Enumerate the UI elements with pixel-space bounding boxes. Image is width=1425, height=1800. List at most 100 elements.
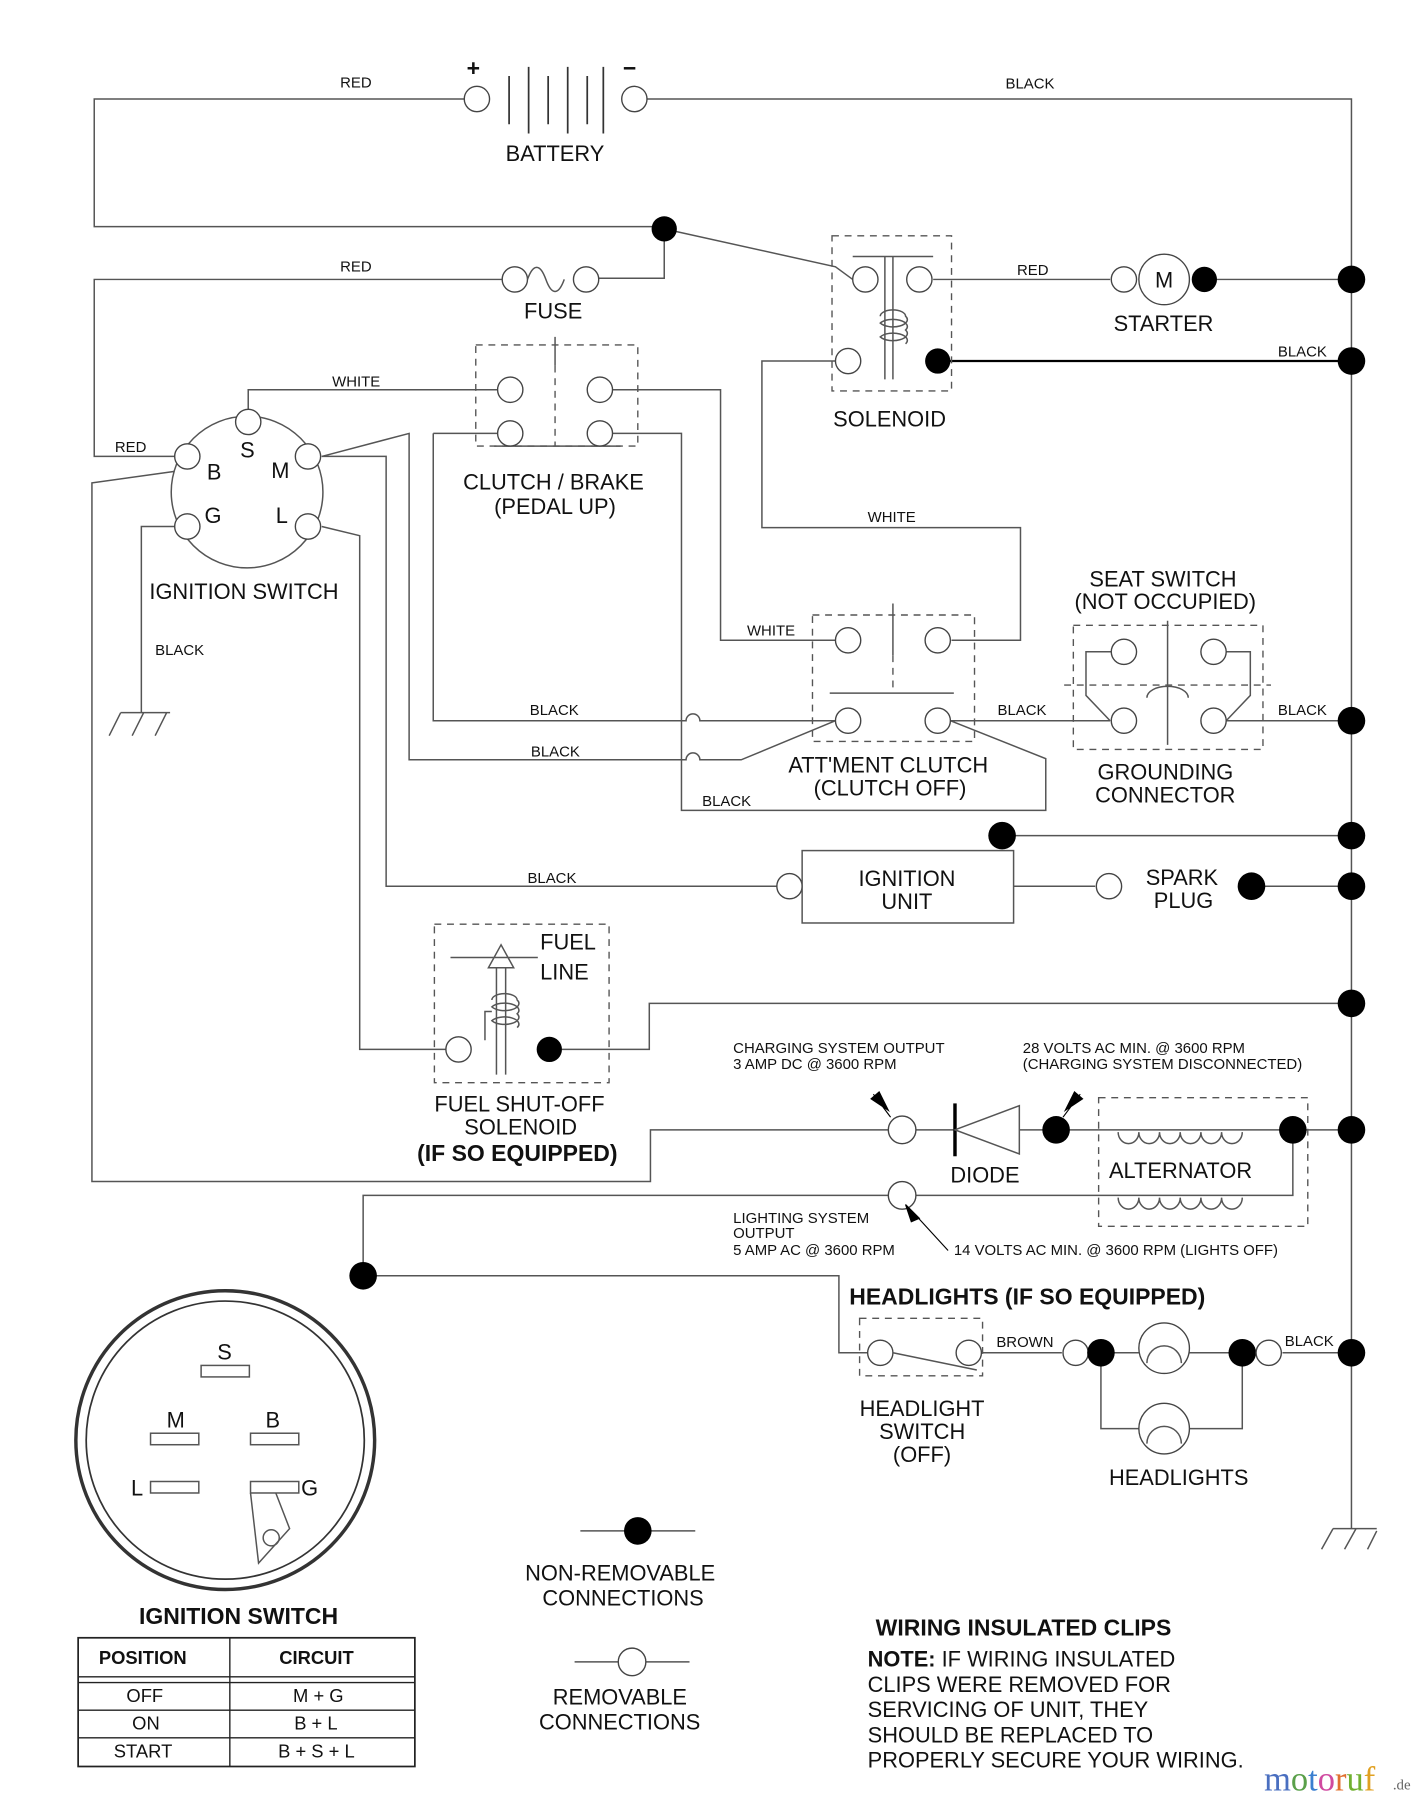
svg-text:SOLENOID: SOLENOID <box>833 407 946 432</box>
spark-plug: SPARK PLUG <box>1095 865 1266 913</box>
svg-text:B: B <box>265 1407 280 1432</box>
svg-text:M: M <box>167 1407 185 1432</box>
alternator: ALTERNATOR <box>1097 1096 1309 1228</box>
svg-text:WHITE: WHITE <box>747 623 795 640</box>
svg-text:CIRCUIT: CIRCUIT <box>279 1647 354 1668</box>
svg-text:CONNECTOR: CONNECTOR <box>1095 782 1235 807</box>
svg-text:IGNITION: IGNITION <box>858 866 955 891</box>
svg-text:CONNECTIONS: CONNECTIONS <box>539 1710 700 1735</box>
ground-icon <box>108 711 171 736</box>
svg-text:SWITCH: SWITCH <box>879 1419 965 1444</box>
svg-text:BLACK: BLACK <box>1006 76 1055 93</box>
svg-text:CLIPS WERE REMOVED FOR: CLIPS WERE REMOVED FOR <box>868 1672 1171 1697</box>
ignition-unit: IGNITION UNIT <box>776 849 1015 924</box>
svg-text:DIODE: DIODE <box>950 1163 1019 1188</box>
svg-text:(OFF): (OFF) <box>893 1442 951 1467</box>
svg-text:BLACK: BLACK <box>530 702 579 719</box>
svg-text:RED: RED <box>1017 262 1049 279</box>
svg-text:S: S <box>240 438 255 463</box>
battery-plus: + <box>467 55 480 81</box>
svg-text:PROPERLY SECURE YOUR WIRING.: PROPERLY SECURE YOUR WIRING. <box>868 1748 1244 1773</box>
svg-text:BLACK: BLACK <box>531 743 580 760</box>
svg-text:.de: .de <box>1393 1777 1411 1793</box>
svg-text:UNIT: UNIT <box>881 889 932 914</box>
svg-text:G: G <box>301 1475 318 1500</box>
svg-text:FUSE: FUSE <box>524 299 582 324</box>
svg-text:SOLENOID: SOLENOID <box>464 1114 577 1139</box>
svg-text:BLACK: BLACK <box>1278 702 1327 719</box>
battery-minus: − <box>623 55 636 81</box>
svg-text:3 AMP DC @ 3600 RPM: 3 AMP DC @ 3600 RPM <box>733 1056 896 1073</box>
svg-text:RED: RED <box>340 75 372 92</box>
svg-text:BATTERY: BATTERY <box>506 141 605 166</box>
svg-text:14 VOLTS AC MIN. @ 3600 RPM (L: 14 VOLTS AC MIN. @ 3600 RPM (LIGHTS OFF) <box>954 1242 1278 1259</box>
motoruf-watermark-logo: motoruf .de <box>1264 1761 1411 1799</box>
svg-text:REMOVABLE: REMOVABLE <box>553 1684 687 1709</box>
svg-text:B + L: B + L <box>294 1713 337 1734</box>
svg-text:ALTERNATOR: ALTERNATOR <box>1109 1158 1252 1183</box>
attachment-clutch-switch: ATT'MENT CLUTCH (CLUTCH OFF) <box>788 603 988 800</box>
svg-text:CLUTCH / BRAKE: CLUTCH / BRAKE <box>463 470 644 495</box>
svg-text:M + G: M + G <box>293 1685 344 1706</box>
svg-text:SPARK: SPARK <box>1146 865 1219 890</box>
diode: DIODE <box>950 1103 1021 1188</box>
svg-text:FUEL SHUT-OFF: FUEL SHUT-OFF <box>434 1091 604 1116</box>
svg-text:(CLUTCH OFF): (CLUTCH OFF) <box>814 775 967 800</box>
svg-text:M: M <box>271 458 289 483</box>
svg-text:ON: ON <box>132 1713 160 1734</box>
svg-text:B + S + L: B + S + L <box>278 1740 355 1761</box>
svg-text:STARTER: STARTER <box>1114 311 1214 336</box>
ignition-circuit-table: POSITION CIRCUIT OFF M + G ON B + L STAR… <box>77 1636 416 1768</box>
svg-text:(IF SO EQUIPPED): (IF SO EQUIPPED) <box>417 1140 617 1166</box>
svg-text:SEAT SWITCH: SEAT SWITCH <box>1089 566 1236 591</box>
svg-text:NON-REMOVABLE: NON-REMOVABLE <box>525 1560 715 1585</box>
battery: + − BATTERY <box>463 55 648 166</box>
svg-text:28 VOLTS AC MIN. @ 3600 RPM: 28 VOLTS AC MIN. @ 3600 RPM <box>1023 1040 1245 1057</box>
seat-switch: SEAT SWITCH (NOT OCCUPIED) GROUNDING CON… <box>1064 566 1272 807</box>
svg-text:CHARGING SYSTEM OUTPUT: CHARGING SYSTEM OUTPUT <box>733 1040 944 1057</box>
svg-text:BLACK: BLACK <box>1285 1333 1334 1350</box>
svg-text:BROWN: BROWN <box>996 1334 1053 1351</box>
svg-text:PLUG: PLUG <box>1154 888 1213 913</box>
svg-text:WIRING INSULATED CLIPS: WIRING INSULATED CLIPS <box>876 1614 1172 1640</box>
ground-icon <box>1320 1527 1378 1550</box>
svg-text:BLACK: BLACK <box>155 642 204 659</box>
svg-text:LIGHTING SYSTEM: LIGHTING SYSTEM <box>733 1210 869 1227</box>
svg-text:HEADLIGHTS (IF SO EQUIPPED): HEADLIGHTS (IF SO EQUIPPED) <box>849 1284 1205 1310</box>
svg-text:RED: RED <box>115 439 147 456</box>
svg-text:SHOULD BE REPLACED TO: SHOULD BE REPLACED TO <box>868 1722 1153 1747</box>
svg-text:motoruf: motoruf <box>1264 1761 1376 1799</box>
svg-text:(CHARGING SYSTEM DISCONNECTED): (CHARGING SYSTEM DISCONNECTED) <box>1023 1056 1302 1073</box>
fuse: FUSE <box>501 266 600 324</box>
svg-text:B: B <box>207 459 222 484</box>
svg-text:G: G <box>205 503 222 528</box>
fuel-shutoff-solenoid: FUEL LINE FUEL SHUT-OFF SOLENOID (IF SO … <box>417 923 618 1166</box>
ignition-switch-detail: S M B L G IGNITION SWITCH <box>74 1289 377 1629</box>
legend: NON-REMOVABLE CONNECTIONS REMOVABLE CONN… <box>525 1517 715 1735</box>
svg-text:ATT'MENT CLUTCH: ATT'MENT CLUTCH <box>788 752 988 777</box>
svg-text:OFF: OFF <box>126 1685 163 1706</box>
svg-text:RED: RED <box>340 258 372 275</box>
svg-text:L: L <box>131 1475 143 1500</box>
starter: M STARTER <box>1110 253 1217 336</box>
svg-text:GROUNDING: GROUNDING <box>1097 759 1233 784</box>
svg-text:S: S <box>217 1340 232 1365</box>
svg-text:HEADLIGHT: HEADLIGHT <box>860 1396 985 1421</box>
svg-text:OUTPUT: OUTPUT <box>733 1225 794 1242</box>
svg-text:WHITE: WHITE <box>868 509 916 526</box>
svg-text:IGNITION SWITCH: IGNITION SWITCH <box>149 579 338 604</box>
svg-text:(PEDAL UP): (PEDAL UP) <box>494 494 616 519</box>
headlights: HEADLIGHTS <box>1062 1322 1283 1490</box>
svg-text:BLACK: BLACK <box>527 870 576 887</box>
svg-text:LINE: LINE <box>540 959 589 984</box>
svg-text:START: START <box>114 1740 173 1761</box>
svg-text:FUEL: FUEL <box>540 929 596 954</box>
headlight-switch: HEADLIGHT SWITCH (OFF) <box>858 1317 985 1467</box>
svg-text:CONNECTIONS: CONNECTIONS <box>542 1586 703 1611</box>
svg-text:IGNITION SWITCH: IGNITION SWITCH <box>139 1603 338 1629</box>
wiring-note: WIRING INSULATED CLIPS NOTE: IF WIRING I… <box>868 1614 1244 1772</box>
clutch-brake-switch: CLUTCH / BRAKE (PEDAL UP) <box>463 336 644 519</box>
svg-text:BLACK: BLACK <box>702 793 751 810</box>
wires <box>91 98 1353 1529</box>
